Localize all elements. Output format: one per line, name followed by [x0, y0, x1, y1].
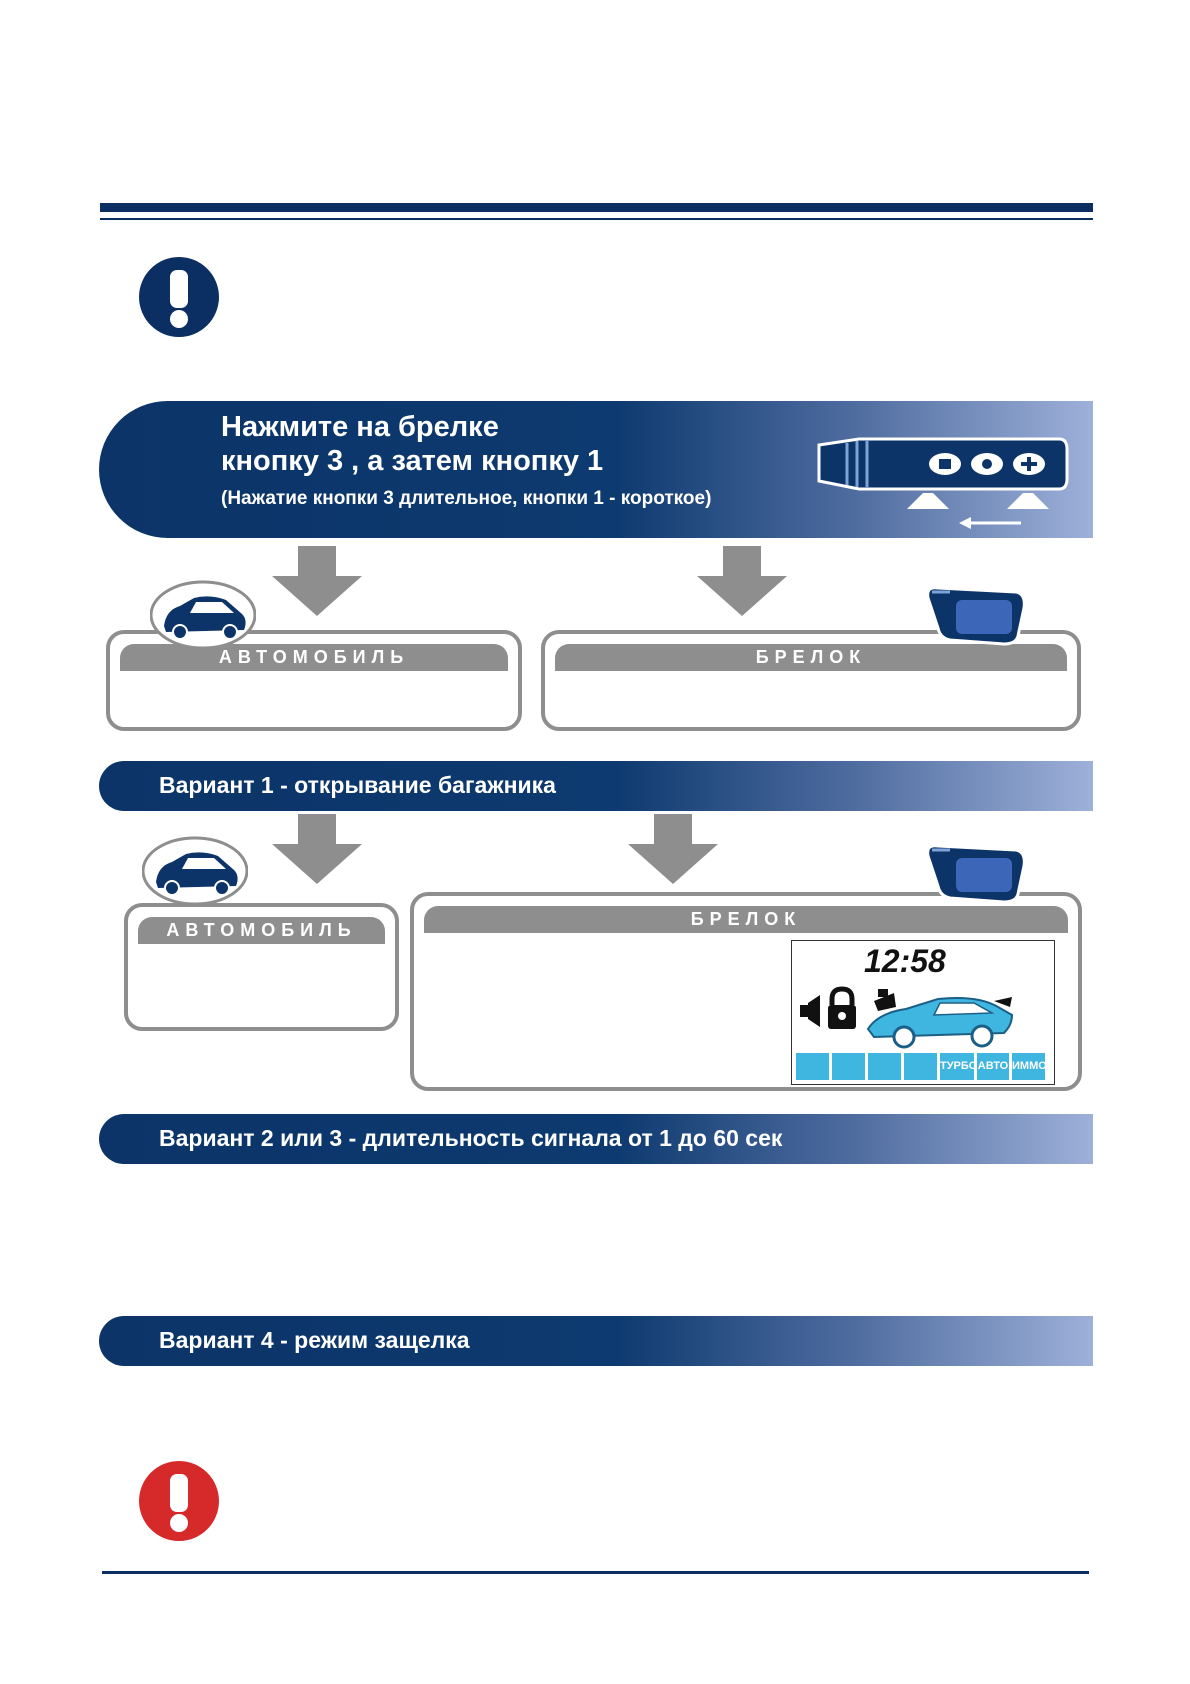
header-rule-thin	[100, 218, 1093, 220]
instruction-line-1: Нажмите на брелке	[221, 411, 499, 443]
info-exclamation-icon	[139, 257, 219, 337]
down-arrow-icon	[272, 546, 362, 616]
variant-1-title: Вариант 1 - открывание багажника	[159, 772, 556, 798]
fob-panel: БРЕЛОК	[541, 630, 1081, 731]
trunk-icon	[878, 989, 888, 997]
car-panel-variant-1: АВТОМОБИЛЬ	[124, 903, 399, 1031]
keyfob-buttons-icon	[817, 437, 1069, 529]
instruction-line-3: (Нажатие кнопки 3 длительное, кнопки 1 -…	[221, 488, 712, 509]
car-panel: АВТОМОБИЛЬ	[106, 630, 522, 731]
car-icon	[150, 580, 256, 650]
lcd-tab-row: ТУРБО АВТО ИММО	[796, 1053, 1047, 1080]
fob-panel-header: БРЕЛОК	[555, 644, 1067, 671]
down-arrow-icon	[272, 814, 362, 884]
car-panel-header: АВТОМОБИЛЬ	[138, 917, 385, 944]
variant-1-banner: Вариант 1 - открывание багажника	[99, 761, 1093, 811]
wrench-icon	[904, 1053, 937, 1080]
instruction-line-2: кнопку 3 , а затем кнопку 1	[221, 445, 604, 477]
lock-icon	[828, 986, 856, 1029]
lcd-tab-auto: АВТО	[977, 1053, 1009, 1080]
no-car-icon	[868, 1053, 901, 1080]
lcd-tab-turbo: ТУРБО	[940, 1053, 977, 1080]
lcd-display: 12:58 ТУРБО АВТО ИММО	[791, 940, 1055, 1085]
variant-2-3-banner: Вариант 2 или 3 - длительность сигнала о…	[99, 1114, 1093, 1164]
variant-2-3-title: Вариант 2 или 3 - длительность сигнала о…	[159, 1125, 783, 1151]
down-arrow-icon	[628, 814, 718, 884]
keyfob-icon	[926, 586, 1026, 646]
unlock-2-icon	[832, 1053, 865, 1080]
car-panel-header: АВТОМОБИЛЬ	[120, 644, 508, 671]
header-rule-thick	[100, 203, 1093, 212]
instruction-banner: Нажмите на брелке кнопку 3 , а затем кно…	[99, 401, 1093, 538]
fob-panel-header: БРЕЛОК	[424, 906, 1068, 933]
pistol-icon	[796, 1053, 829, 1080]
lcd-time: 12:58	[864, 943, 946, 979]
down-arrow-icon	[697, 546, 787, 616]
keyfob-icon	[926, 844, 1026, 904]
car-icon	[142, 836, 248, 906]
warning-exclamation-icon	[139, 1461, 219, 1541]
footer-rule	[102, 1571, 1089, 1574]
variant-4-title: Вариант 4 - режим защелка	[159, 1327, 470, 1353]
fob-panel-variant-1: БРЕЛОК 12:58 ТУРБО АВТО ИММО	[410, 892, 1082, 1091]
lcd-car-scene	[800, 986, 1014, 1049]
horn-icon	[800, 995, 820, 1027]
variant-4-banner: Вариант 4 - режим защелка	[99, 1316, 1093, 1366]
lcd-tab-immo: ИММО	[1012, 1053, 1047, 1080]
